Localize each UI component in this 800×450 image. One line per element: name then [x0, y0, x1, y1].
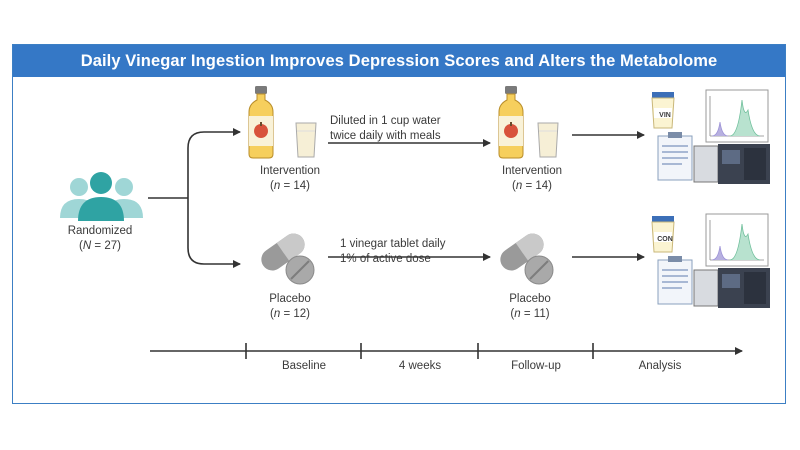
timeline-stage-analysis: Analysis — [638, 360, 682, 372]
intervention-baseline-label: Intervention (n = 14) — [259, 165, 321, 192]
vinegar-bottle-icon — [498, 86, 524, 159]
randomized-label: Randomized (N = 27) — [67, 225, 133, 252]
sample-label-con: CON — [657, 236, 673, 243]
placebo-baseline-label: Placebo (n = 12) — [269, 293, 311, 320]
timeline-stage-follow-up: Follow-up — [511, 360, 561, 372]
sample-label-vin: VIN — [659, 112, 671, 119]
analysis-icon — [651, 213, 770, 308]
timeline-stage-4-weeks: 4 weeks — [398, 360, 442, 372]
timeline-axis — [150, 343, 743, 359]
intervention-note: Diluted in 1 cup water twice daily with … — [330, 115, 441, 142]
vinegar-bottle-icon — [248, 86, 274, 159]
pill-icon — [261, 233, 315, 285]
pill-icon — [500, 233, 554, 285]
analysis-icon — [651, 89, 770, 184]
timeline-stage-baseline: Baseline — [281, 360, 327, 372]
people-icon — [60, 172, 143, 221]
treatment-arrows — [328, 131, 645, 261]
water-glass-icon — [537, 122, 559, 158]
placebo-note: 1 vinegar tablet daily 1% of active dose — [340, 238, 446, 265]
branch-arrows — [148, 128, 241, 268]
water-glass-icon — [295, 122, 317, 158]
placebo-followup-label: Placebo (n = 11) — [509, 293, 551, 320]
intervention-followup-label: Intervention (n = 14) — [501, 165, 563, 192]
diagram-title: Daily Vinegar Ingestion Improves Depress… — [13, 45, 785, 77]
